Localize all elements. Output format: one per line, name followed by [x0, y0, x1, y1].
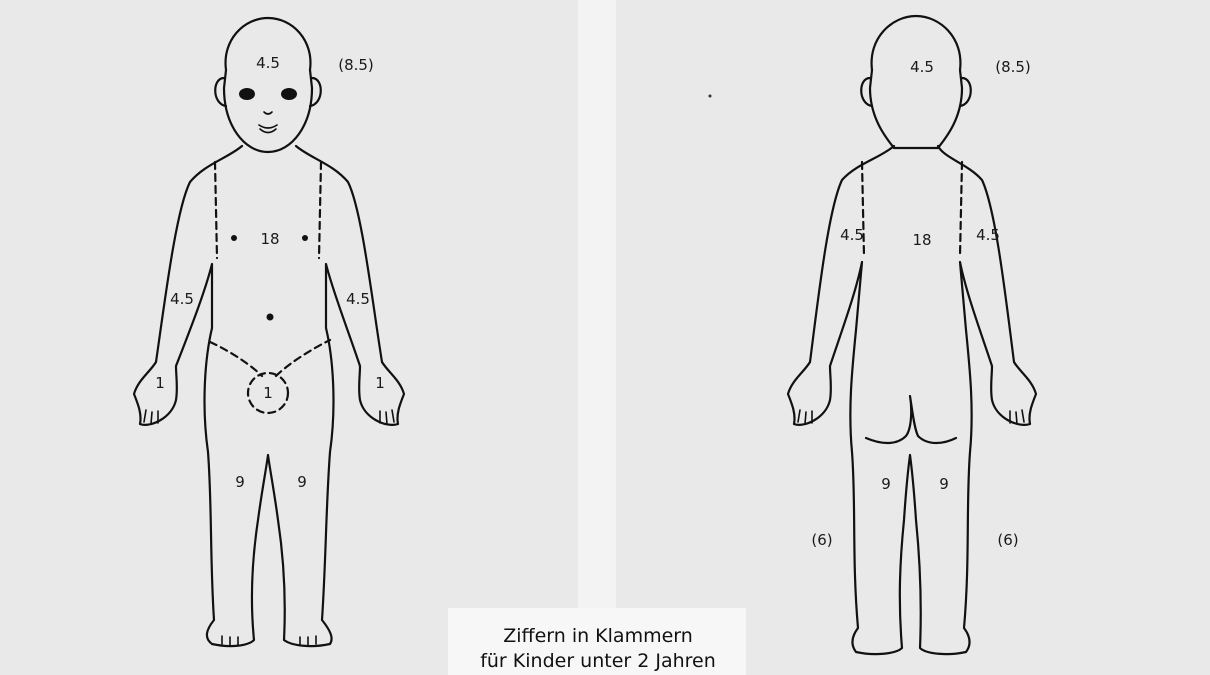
front-left-leg-value: 9 — [235, 473, 245, 491]
front-right-arm-value: 4.5 — [346, 290, 370, 308]
front-right-hand-value: 1 — [375, 374, 385, 392]
front-right-leg-value: 9 — [297, 473, 307, 491]
front-left-arm-value: 4.5 — [170, 290, 194, 308]
back-right-leg-child-value: (6) — [997, 531, 1018, 549]
back-right-arm-value: 4.5 — [976, 226, 1000, 244]
back-left-leg-child-value: (6) — [811, 531, 832, 549]
back-head-child-value: (8.5) — [995, 58, 1031, 76]
caption-line-1: Ziffern in Klammern — [503, 625, 693, 647]
front-left-hand-value: 1 — [155, 374, 165, 392]
panel-divider — [578, 0, 616, 675]
front-genital-value: 1 — [263, 384, 273, 402]
front-head-child-value: (8.5) — [338, 56, 374, 74]
back-left-leg-value: 9 — [881, 475, 891, 493]
back-trunk-value: 18 — [912, 231, 931, 249]
front-right-nipple — [302, 235, 308, 241]
front-navel — [267, 314, 274, 321]
back-head-value: 4.5 — [910, 58, 934, 76]
front-left-eye — [239, 88, 255, 100]
front-left-nipple — [231, 235, 237, 241]
back-right-leg-value: 9 — [939, 475, 949, 493]
front-trunk-value: 18 — [260, 230, 279, 248]
back-left-arm-value: 4.5 — [840, 226, 864, 244]
front-right-eye — [281, 88, 297, 100]
caption-line-2: für Kinder unter 2 Jahren — [480, 650, 716, 672]
ink-speck — [709, 95, 712, 98]
front-head-value: 4.5 — [256, 54, 280, 72]
